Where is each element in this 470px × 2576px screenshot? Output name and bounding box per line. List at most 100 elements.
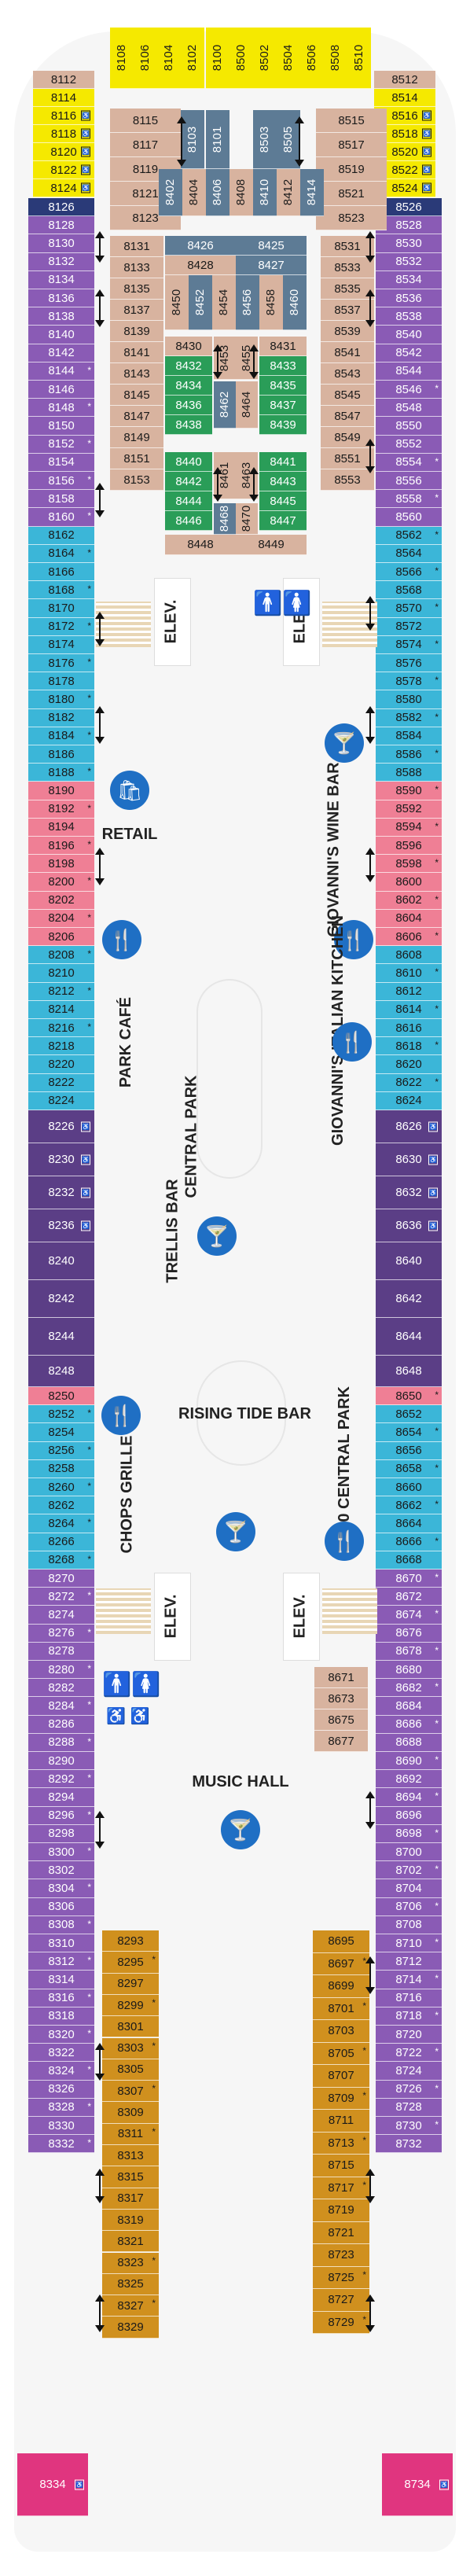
forward-cabin-8108[interactable]: 8108 (110, 28, 134, 89)
cabin-8712[interactable]: 8712 (376, 1952, 442, 1971)
cabin-8719[interactable]: 8719 (313, 2199, 369, 2222)
cabin-8192[interactable]: 8192* (28, 800, 94, 819)
cabin-8636[interactable]: 8636♿ (376, 1209, 442, 1242)
cabin-8258[interactable]: 8258 (28, 1459, 94, 1478)
cabin-8558[interactable]: 8558* (376, 490, 442, 509)
cabin-8550[interactable]: 8550 (376, 417, 442, 436)
cabin-8545[interactable]: 8545 (321, 385, 374, 406)
cabin-8556[interactable]: 8556 (376, 472, 442, 491)
cabin-8700[interactable]: 8700 (376, 1843, 442, 1862)
cabin-8408[interactable]: 8408 (229, 169, 253, 216)
cabin-8503[interactable]: 8503 (253, 110, 277, 169)
cabin-8600[interactable]: 8600 (376, 873, 442, 892)
cabin-8240[interactable]: 8240 (28, 1242, 94, 1280)
cabin-8551[interactable]: 8551 (321, 448, 374, 469)
cabin-8143[interactable]: 8143 (110, 363, 163, 385)
cabin-8552[interactable]: 8552 (376, 435, 442, 454)
cabin-8670[interactable]: 8670* (376, 1570, 442, 1588)
cabin-8164[interactable]: 8164* (28, 544, 94, 563)
cabin-8716[interactable]: 8716 (376, 1989, 442, 2007)
cabin-8248[interactable]: 8248 (28, 1356, 94, 1387)
cabin-8695[interactable]: 8695 (313, 1930, 369, 1953)
cabin-8430[interactable]: 8430 (165, 337, 212, 356)
cabin-8594[interactable]: 8594* (376, 818, 442, 837)
cabin-8578[interactable]: 8578* (376, 672, 442, 691)
cabin-8325[interactable]: 8325 (102, 2273, 159, 2296)
cabin-8270[interactable]: 8270 (28, 1570, 94, 1588)
cabin-8117[interactable]: 8117 (110, 133, 181, 157)
cabin-8728[interactable]: 8728 (376, 2098, 442, 2117)
cabin-8134[interactable]: 8134 (28, 270, 94, 289)
cabin-8512[interactable]: 8512 (374, 71, 435, 89)
cabin-8446[interactable]: 8446 (165, 511, 212, 531)
cabin-8136[interactable]: 8136 (28, 289, 94, 308)
cabin-8722[interactable]: 8722* (376, 2044, 442, 2063)
cabin-8327[interactable]: 8327* (102, 2295, 159, 2317)
cabin-8202[interactable]: 8202 (28, 891, 94, 910)
cabin-8310[interactable]: 8310 (28, 1934, 94, 1953)
cabin-8606[interactable]: 8606* (376, 928, 442, 947)
cabin-8142[interactable]: 8142 (28, 344, 94, 362)
cabin-8543[interactable]: 8543 (321, 363, 374, 385)
cabin-8438[interactable]: 8438 (165, 415, 212, 435)
cabin-8303[interactable]: 8303* (102, 2037, 159, 2059)
cabin-8141[interactable]: 8141 (110, 342, 163, 363)
cabin-8658[interactable]: 8658* (376, 1459, 442, 1478)
cabin-8292[interactable]: 8292* (28, 1770, 94, 1789)
cabin-8160[interactable]: 8160* (28, 508, 94, 527)
cabin-8274[interactable]: 8274 (28, 1606, 94, 1625)
cabin-8139[interactable]: 8139 (110, 321, 163, 342)
cabin-8149[interactable]: 8149 (110, 427, 163, 448)
cabin-8536[interactable]: 8536 (376, 289, 442, 308)
cabin-8526[interactable]: 8526 (376, 198, 442, 217)
forward-cabin-8106[interactable]: 8106 (134, 28, 157, 89)
cabin-8224[interactable]: 8224 (28, 1091, 94, 1110)
cabin-8541[interactable]: 8541 (321, 342, 374, 363)
cabin-8146[interactable]: 8146 (28, 381, 94, 399)
cabin-8710[interactable]: 8710* (376, 1934, 442, 1953)
cabin-8618[interactable]: 8618* (376, 1037, 442, 1056)
cabin-8727[interactable]: 8727 (313, 2289, 369, 2312)
cabin-8662[interactable]: 8662* (376, 1496, 442, 1515)
cabin-8517[interactable]: 8517 (316, 133, 387, 157)
cabin-8138[interactable]: 8138 (28, 307, 94, 326)
cabin-8521[interactable]: 8521 (316, 182, 387, 206)
cabin-8268[interactable]: 8268* (28, 1551, 94, 1570)
cabin-8312[interactable]: 8312* (28, 1952, 94, 1971)
cabin-8158[interactable]: 8158 (28, 490, 94, 509)
forward-cabin-8102[interactable]: 8102 (181, 28, 204, 89)
cabin-8174[interactable]: 8174 (28, 635, 94, 654)
cabin-8711[interactable]: 8711 (313, 2110, 369, 2133)
cabin-8703[interactable]: 8703 (313, 2020, 369, 2043)
cabin-8652[interactable]: 8652 (376, 1405, 442, 1424)
cabin-8656[interactable]: 8656 (376, 1441, 442, 1460)
cabin-8698[interactable]: 8698* (376, 1824, 442, 1843)
cabin-8626[interactable]: 8626♿ (376, 1110, 442, 1143)
cabin-8148[interactable]: 8148* (28, 399, 94, 418)
cabin-8519[interactable]: 8519 (316, 157, 387, 182)
cabin-8218[interactable]: 8218 (28, 1037, 94, 1056)
cabin-8705[interactable]: 8705* (313, 2042, 369, 2065)
cabin-8288[interactable]: 8288* (28, 1733, 94, 1752)
cabin-8709[interactable]: 8709* (313, 2087, 369, 2110)
cabin-8732[interactable]: 8732 (376, 2135, 442, 2154)
cabin-8586[interactable]: 8586* (376, 745, 442, 764)
forward-cabin-8502[interactable]: 8502 (253, 28, 277, 89)
cabin-8537[interactable]: 8537 (321, 300, 374, 321)
cabin-8664[interactable]: 8664 (376, 1514, 442, 1533)
cabin-8725[interactable]: 8725* (313, 2266, 369, 2289)
cabin-8206[interactable]: 8206 (28, 928, 94, 947)
cabin-8244[interactable]: 8244 (28, 1318, 94, 1356)
cabin-8624[interactable]: 8624 (376, 1091, 442, 1110)
cabin-8675[interactable]: 8675 (314, 1709, 368, 1731)
cabin-8428[interactable]: 8428 (165, 256, 236, 275)
cabin-8294[interactable]: 8294 (28, 1788, 94, 1807)
cabin-8122[interactable]: 8122♿ (33, 161, 94, 179)
cabin-8544[interactable]: 8544 (376, 362, 442, 381)
cabin-8729[interactable]: 8729* (313, 2311, 369, 2334)
cabin-8602[interactable]: 8602* (376, 891, 442, 910)
cabin-8414[interactable]: 8414 (300, 169, 324, 216)
cabin-8680[interactable]: 8680 (376, 1661, 442, 1680)
cabin-8458[interactable]: 8458 (259, 275, 283, 330)
cabin-8150[interactable]: 8150 (28, 417, 94, 436)
